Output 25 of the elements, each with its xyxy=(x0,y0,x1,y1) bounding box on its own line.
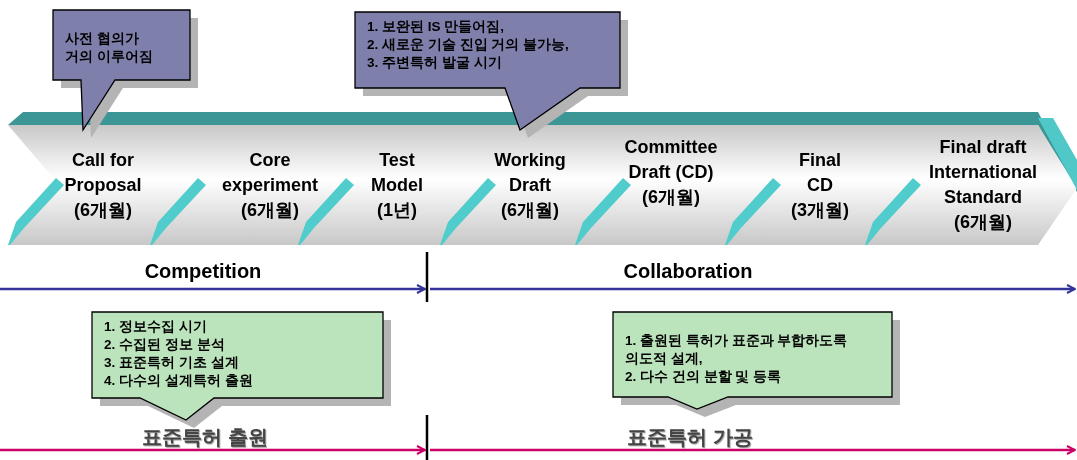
speech-bubble xyxy=(53,10,199,139)
callout-text: 3. 주변특허 발굴 시기 xyxy=(367,54,503,72)
stage-label: Core experiment (6개월) xyxy=(220,149,319,222)
callout-text: 4. 다수의 설계특허 출원 xyxy=(104,372,254,390)
callout-text: 3. 표준특허 기초 설계 xyxy=(104,354,240,372)
callout-text: 2. 다수 건의 분할 및 등록 xyxy=(625,368,782,386)
stage-caption: 표준특허 출원 xyxy=(142,425,268,450)
callout-text: 1. 출원된 특허가 표준과 부합하도록 의도적 설계, xyxy=(625,332,849,368)
stage-label: Final CD (3개월) xyxy=(790,149,850,222)
phase-label: Collaboration xyxy=(623,260,753,283)
callout-text: 2. 수집된 정보 분석 xyxy=(104,336,226,354)
callout-text: 2. 새로운 기술 진입 거의 불가능, xyxy=(367,36,570,54)
callout-text: 1. 보완된 IS 만들어짐, xyxy=(367,18,506,36)
phase-label: Competition xyxy=(144,260,262,283)
stage-label: Committee Draft (CD) (6개월) xyxy=(623,136,719,209)
stage-label: Final draft International Standard (6개월) xyxy=(928,136,1038,234)
speech-bubble xyxy=(613,312,901,418)
stage-label: Test Model (1년) xyxy=(370,149,424,222)
callout-text: 사전 협의가 거의 이루어짐 xyxy=(65,30,154,66)
stage-label: Working Draft (6개월) xyxy=(493,149,567,222)
stage-label: Call for Proposal (6개월) xyxy=(63,149,143,222)
stage-caption: 표준특허 가공 xyxy=(627,425,753,450)
speech-bubble xyxy=(92,312,392,429)
callout-text: 1. 정보수집 시기 xyxy=(104,318,208,336)
speech-bubble xyxy=(355,12,629,139)
